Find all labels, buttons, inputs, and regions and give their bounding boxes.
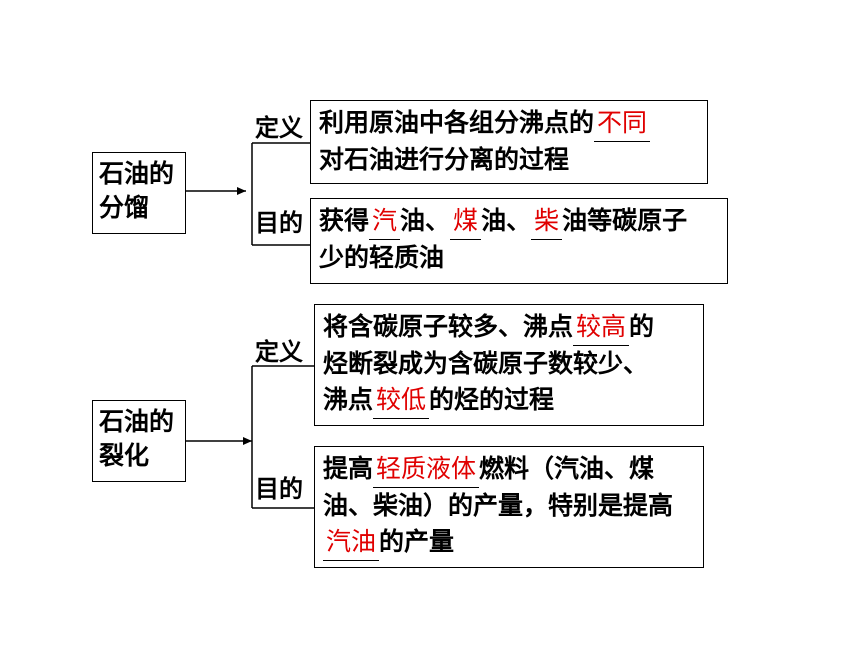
content-line: 对石油进行分离的过程 xyxy=(319,142,699,178)
text-run: 少的轻质油 xyxy=(319,243,445,272)
topic-2-line-2: 裂化 xyxy=(99,441,150,470)
content-line: 利用原油中各组分沸点的不同 xyxy=(319,105,699,142)
label-1-definition: 定义 xyxy=(255,114,303,142)
label-1-purpose: 目的 xyxy=(255,209,303,237)
content-line: 将含碳原子较多、沸点较高的 xyxy=(323,309,695,346)
text-run: 油、柴油）的产量，特别是提高 xyxy=(323,491,674,520)
text-run: 燃料（汽油、煤 xyxy=(479,454,655,483)
content-box-2-definition: 将含碳原子较多、沸点较高的 烃断裂成为含碳原子数较少、 沸点较低的烃的过程 xyxy=(314,304,704,426)
topic-box-2: 石油的 裂化 xyxy=(92,400,186,482)
content-line: 少的轻质油 xyxy=(319,240,719,276)
answer-blank: 柴 xyxy=(531,203,563,240)
content-box-1-purpose: 获得汽油、煤油、柴油等碳原子 少的轻质油 xyxy=(310,198,728,284)
label-2-definition: 定义 xyxy=(255,338,303,366)
text-run: 利用原油中各组分沸点的 xyxy=(319,108,595,137)
text-run: 的产量 xyxy=(379,527,455,556)
content-line: 沸点较低的烃的过程 xyxy=(323,382,695,419)
answer-blank: 较高 xyxy=(573,309,630,346)
content-box-2-purpose: 提高轻质液体燃料（汽油、煤 油、柴油）的产量，特别是提高 汽油的产量 xyxy=(314,446,704,568)
text-run: 油、 xyxy=(400,206,451,235)
text-run: 提高 xyxy=(323,454,374,483)
text-run: 对石油进行分离的过程 xyxy=(319,145,570,174)
topic-1-line-1: 石油的 xyxy=(99,159,175,188)
answer-blank: 汽油 xyxy=(323,524,380,561)
content-box-1-definition: 利用原油中各组分沸点的不同 对石油进行分离的过程 xyxy=(310,100,708,184)
answer-blank: 汽 xyxy=(369,203,401,240)
text-run: 沸点 xyxy=(323,385,374,414)
text-run: 烃断裂成为含碳原子数较少、 xyxy=(323,349,649,378)
text-run: 将含碳原子较多、沸点 xyxy=(323,312,574,341)
text-run: 油等碳原子 xyxy=(562,206,688,235)
content-line: 提高轻质液体燃料（汽油、煤 xyxy=(323,451,695,488)
answer-blank: 不同 xyxy=(594,105,651,142)
answer-blank: 较低 xyxy=(373,382,430,419)
content-line: 获得汽油、煤油、柴油等碳原子 xyxy=(319,203,719,240)
text-run: 获得 xyxy=(319,206,370,235)
label-2-purpose: 目的 xyxy=(255,475,303,503)
content-line: 汽油的产量 xyxy=(323,524,695,561)
topic-2-line-1: 石油的 xyxy=(99,407,175,436)
text-run: 的 xyxy=(629,312,655,341)
answer-blank: 轻质液体 xyxy=(373,451,480,488)
text-run: 油、 xyxy=(481,206,532,235)
answer-blank: 煤 xyxy=(450,203,482,240)
topic-1-line-2: 分馏 xyxy=(99,193,150,222)
topic-box-1: 石油的 分馏 xyxy=(92,152,186,234)
text-run: 的烃的过程 xyxy=(429,385,555,414)
content-line: 油、柴油）的产量，特别是提高 xyxy=(323,488,695,524)
content-line: 烃断裂成为含碳原子数较少、 xyxy=(323,346,695,382)
